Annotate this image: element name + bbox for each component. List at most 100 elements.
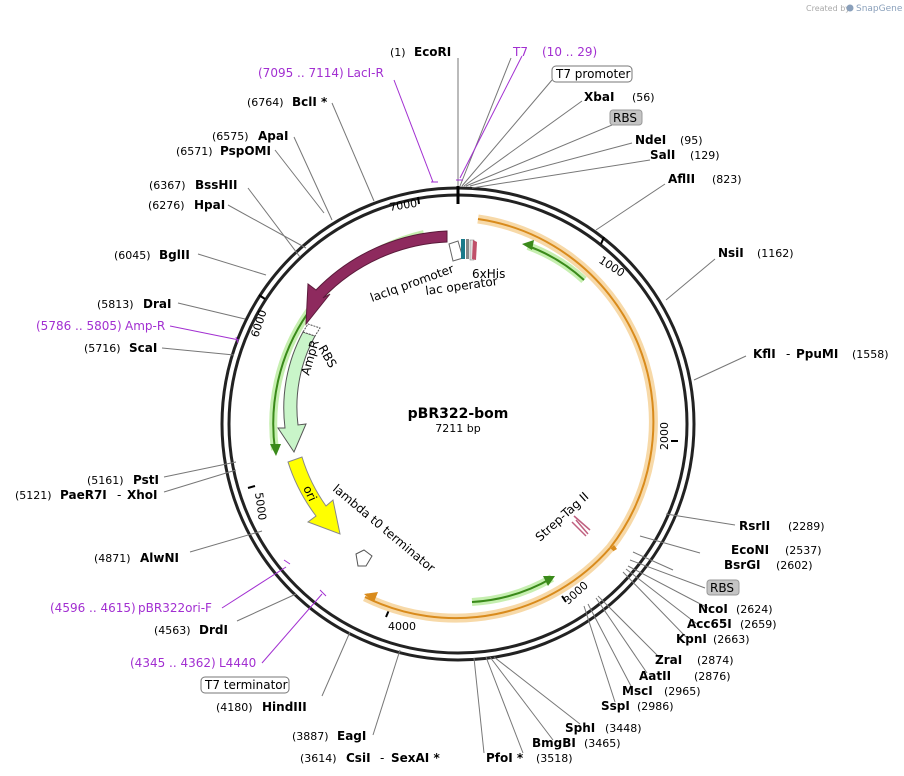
aatii-name: AatII — [639, 669, 671, 683]
acc65i-name: Acc65I — [687, 617, 732, 631]
ampr-arrow — [277, 331, 316, 454]
orange-arc-right — [477, 218, 655, 549]
rbs-top-label: RBS — [613, 111, 637, 125]
pfoi-pos: (3518) — [536, 752, 573, 765]
t7-terminator-box — [200, 676, 290, 694]
aflii-pos: (823) — [712, 173, 742, 186]
snapgene-logo-icon — [846, 4, 854, 12]
bmgbi-pos: (3465) — [584, 737, 621, 750]
t7-primer-range: (10 .. 29) — [542, 45, 597, 59]
laci-arrow — [305, 230, 448, 326]
pbr322ori-f-name: pBR322ori-F — [138, 601, 212, 615]
pbr322ori-f-range: (4596 .. 4615) — [50, 601, 136, 615]
rsrii-pos: (2289) — [788, 520, 825, 533]
paer7i-name: PaeR7I — [60, 488, 107, 502]
apai-name: ApaI — [258, 129, 288, 143]
credit-brand: SnapGene — [856, 4, 903, 14]
ori-label: ori — [300, 483, 319, 503]
csii-sep: - — [380, 751, 384, 765]
bcli-pos: (6764) — [247, 96, 284, 109]
sspi-name: SspI — [601, 699, 630, 713]
psti-pos: (5161) — [87, 474, 124, 487]
rbs-inner-shape — [302, 323, 321, 337]
green-arrow-top-right-head — [522, 240, 534, 250]
bmgbi-name: BmgBI — [532, 736, 576, 750]
sali-pos: (129) — [690, 149, 720, 162]
tick-mark-1000 — [600, 236, 605, 245]
msci-pos: (2965) — [664, 685, 701, 698]
paer7i-pos: (5121) — [15, 489, 52, 502]
tick-mark-5000 — [247, 485, 256, 489]
ncoi-pos: (2624) — [736, 603, 773, 616]
promoter-cluster — [448, 239, 477, 262]
tick-label-4000: 4000 — [388, 620, 416, 633]
bsshii-name: BssHII — [195, 178, 237, 192]
tick-label-1000: 1000 — [596, 254, 627, 280]
sphi-pos: (3448) — [605, 722, 642, 735]
bsrgi-pos: (2602) — [776, 559, 813, 572]
aflii-name: AflII — [668, 172, 695, 186]
lambda-t0-terminator-shape — [355, 549, 373, 567]
bsrgi-name: BsrGI — [724, 558, 761, 572]
green-arrow-left-head — [270, 444, 281, 456]
his6-tag-shape — [472, 240, 477, 260]
laciq-promoter-shape — [448, 240, 464, 262]
pspomi-name: PspOMI — [220, 144, 271, 158]
orange-arc-bottom — [364, 547, 611, 620]
strep-tag-shape — [571, 515, 591, 537]
plasmid-name: pBR322-bom — [408, 406, 509, 422]
ndei-name: NdeI — [635, 133, 666, 147]
paer7i-sep: - — [117, 488, 121, 502]
hindiii-name: HindIII — [262, 700, 307, 714]
tick-label-2000: 2000 — [658, 422, 671, 450]
rbs-top-box — [609, 109, 643, 126]
pfoi-name: PfoI * — [486, 751, 524, 765]
hindiii-pos: (4180) — [216, 701, 253, 714]
kfli-name: KflI — [753, 347, 776, 361]
primer-leaders — [169, 55, 523, 664]
kpni-pos: (2663) — [713, 633, 750, 646]
alwni-pos: (4871) — [94, 552, 131, 565]
apai-pos: (6575) — [212, 130, 249, 143]
bcli-name: BclI * — [292, 95, 328, 109]
aatii-pos: (2876) — [694, 670, 731, 683]
t7-promoter-label: T7 promoter — [555, 67, 631, 81]
sali-name: SalI — [650, 148, 675, 162]
orange-arc-bottom-arrowhead — [364, 592, 378, 602]
zrai-name: ZraI — [655, 653, 682, 667]
t7-promoter-box — [551, 65, 633, 83]
acc65i-pos: (2659) — [740, 618, 777, 631]
ori-arrow — [287, 456, 341, 535]
strep-tag-label: Strep-Tag II — [533, 489, 592, 544]
ndei-pos: (95) — [680, 134, 703, 147]
operator-block-2 — [466, 239, 469, 259]
rsrii-name: RsrII — [739, 519, 770, 533]
credit-created-by: Created by — [806, 4, 850, 13]
drdi-name: DrdI — [199, 623, 228, 637]
eagi-pos: (3887) — [292, 730, 329, 743]
ncoi-name: NcoI — [698, 602, 728, 616]
drai-name: DraI — [143, 297, 171, 311]
l4440-range: (4345 .. 4362) — [130, 656, 216, 670]
xbai-name: XbaI — [584, 90, 614, 104]
tick-label-7000: 7000 — [388, 197, 418, 214]
bsshii-pos: (6367) — [149, 179, 186, 192]
bglii-name: BglII — [159, 248, 190, 262]
ecori-name: EcoRI — [414, 45, 451, 59]
operator-block-1 — [461, 239, 465, 259]
tick-label-6000: 6000 — [248, 308, 269, 339]
drdi-pos: (4563) — [154, 624, 191, 637]
xbai-pos: (56) — [632, 91, 655, 104]
amp-r-name: Amp-R — [125, 319, 165, 333]
l4440-name: L4440 — [219, 656, 256, 670]
scai-name: ScaI — [129, 341, 157, 355]
nsii-name: NsiI — [718, 246, 744, 260]
drai-pos: (5813) — [97, 298, 134, 311]
zrai-pos: (2874) — [697, 654, 734, 667]
econi-name: EcoNI — [731, 543, 769, 557]
eagi-name: EagI — [337, 729, 366, 743]
laci-r-name: LacI-R — [347, 66, 384, 80]
tick-mark-3000 — [561, 595, 567, 603]
sspi-pos: (2986) — [637, 700, 674, 713]
